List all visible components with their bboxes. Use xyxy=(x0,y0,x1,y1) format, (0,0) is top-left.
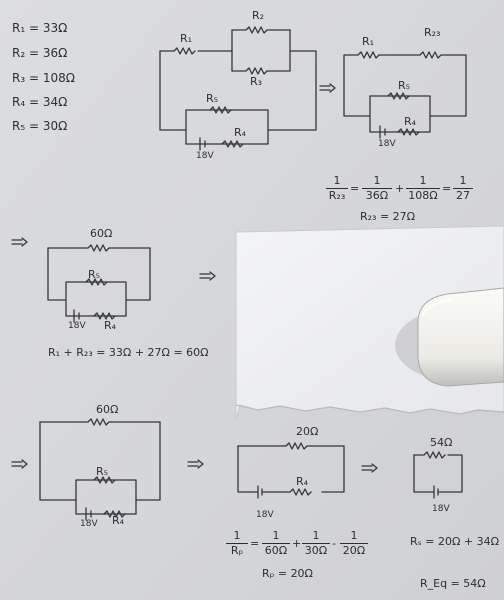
resistor-54 xyxy=(413,451,446,459)
eq-rs: Rₛ = 20Ω + 34Ω xyxy=(410,535,499,548)
resistor-r23 xyxy=(419,51,467,117)
arrows xyxy=(11,83,378,473)
given-r4: R₄ = 34Ω xyxy=(12,95,68,109)
eq-r23-plus: + xyxy=(395,182,405,195)
label-battery-final: 18V xyxy=(432,504,450,514)
resistor-60-step4 xyxy=(39,418,161,501)
eq-series-1: R₁ + R₂₃ = 33Ω + 27Ω = 60Ω xyxy=(48,346,209,359)
circuit-final xyxy=(413,451,463,499)
resistor-r5-step2 xyxy=(387,92,410,100)
eq-rp-plus: + xyxy=(292,537,302,550)
eq-r23-equals2: = xyxy=(442,182,452,195)
label-r23: R₂₃ xyxy=(424,26,441,39)
resistor-r5-step4 xyxy=(93,476,116,484)
label-20: 20Ω xyxy=(296,425,319,438)
circuit-step-2 xyxy=(343,51,467,139)
label-r1-step2: R₁ xyxy=(362,35,375,48)
label-battery-step4: 18V xyxy=(80,519,98,529)
resistor-r1-step2 xyxy=(343,51,421,59)
label-r2: R₂ xyxy=(252,9,265,22)
label-r3: R₃ xyxy=(250,75,263,88)
resistor-r5 xyxy=(209,106,232,114)
resistor-r3 xyxy=(231,67,291,75)
label-r4-step5: R₄ xyxy=(296,475,309,488)
resistor-r5-step3 xyxy=(85,278,108,286)
eq-r23-equals: = xyxy=(350,182,360,195)
label-r5: R₅ xyxy=(206,92,219,105)
label-r1: R₁ xyxy=(180,32,193,45)
battery-symbol xyxy=(199,137,206,151)
circuit-step-5 xyxy=(237,442,345,499)
resistor-r4 xyxy=(221,140,244,148)
resistor-r4-step3 xyxy=(93,312,116,320)
circuit-step-4 xyxy=(39,418,161,521)
label-r4-step2: R₄ xyxy=(404,115,417,128)
eraser xyxy=(395,287,504,387)
eq-r23-result: R₂₃ = 27Ω xyxy=(360,210,416,223)
circuit-original xyxy=(159,26,317,151)
circuit-step-3 xyxy=(47,244,151,323)
resistor-r1 xyxy=(173,47,196,55)
label-battery-step3: 18V xyxy=(68,321,86,331)
eq-req: R_Eq = 54Ω xyxy=(420,577,486,590)
given-r5: R₅ = 30Ω xyxy=(12,119,68,133)
label-battery: 18V xyxy=(196,151,214,161)
label-r4: R₄ xyxy=(234,126,247,139)
label-r4-step4: R₄ xyxy=(112,514,125,527)
resistor-r2 xyxy=(231,26,291,34)
label-battery-step2: 18V xyxy=(378,139,396,149)
label-54: 54Ω xyxy=(430,436,453,449)
resistor-20 xyxy=(237,442,345,493)
given-r1: R₁ = 33Ω xyxy=(12,21,68,35)
label-60-step3: 60Ω xyxy=(90,227,113,240)
given-r2: R₂ = 36Ω xyxy=(12,46,68,60)
label-battery-step5: 18V xyxy=(256,510,274,520)
eq-rp-equals: = xyxy=(250,537,260,550)
resistor-r4-step2 xyxy=(397,128,420,136)
resistor-r4-step4 xyxy=(103,510,126,518)
eq-rp-equals2: - xyxy=(332,537,336,550)
label-r5-step4: R₅ xyxy=(96,465,109,478)
label-60-step4: 60Ω xyxy=(96,403,119,416)
resistor-r4-step5 xyxy=(289,488,312,496)
label-r5-step2: R₅ xyxy=(398,79,411,92)
resistor-60-step3 xyxy=(47,244,151,301)
label-r5-step3: R₅ xyxy=(88,268,101,281)
eq-rp-result: Rₚ = 20Ω xyxy=(262,567,313,580)
label-r4-step3: R₄ xyxy=(104,319,117,332)
given-r3: R₃ = 108Ω xyxy=(12,71,75,85)
